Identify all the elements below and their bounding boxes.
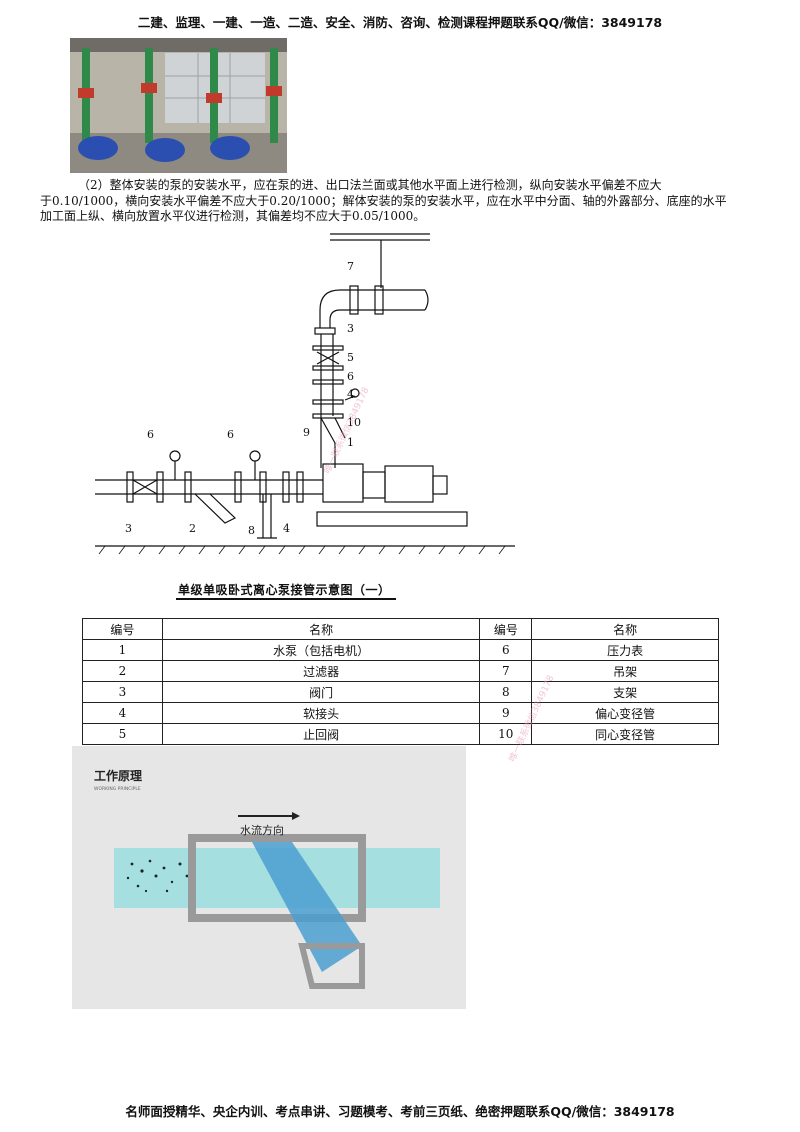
pump-piping-diagram: 7 3 5 6 4 10 1 6 6 9 3 2 8 4 (95, 233, 515, 555)
table-cell: 1 (82, 639, 163, 661)
table-cell: 同心变径管 (531, 723, 719, 745)
table-cell: 6 (479, 639, 533, 661)
table-header-cell: 编号 (82, 618, 163, 640)
diagram-label-3: 3 (125, 522, 132, 535)
table-cell: 10 (479, 723, 533, 745)
page-footer: 名师面授精华、央企内训、考点串讲、习题模考、考前三页纸、绝密押题联系QQ/微信：… (125, 1104, 675, 1119)
table-cell: 5 (82, 723, 163, 745)
table-cell: 止回阀 (161, 723, 481, 745)
diagram-label-4: 4 (283, 522, 290, 535)
caption-underline (176, 598, 396, 600)
diagram-label-1: 1 (347, 436, 354, 449)
diagram-label-6: 6 (347, 370, 354, 383)
table-cell: 8 (479, 681, 533, 703)
table-cell: 阀门 (161, 681, 481, 703)
pump-room-photo (70, 38, 287, 173)
table-cell: 支架 (531, 681, 719, 703)
table-header-cell: 编号 (479, 618, 533, 640)
diagram-label-8: 8 (248, 524, 255, 537)
table-cell: 偏心变径管 (531, 702, 719, 724)
diagram-caption: 单级单吸卧式离心泵接管示意图（一） (178, 583, 391, 597)
diagram-label-7: 7 (347, 260, 354, 273)
flow-direction-label: 水流方向 (240, 823, 284, 837)
working-principle-title: 工作原理 (94, 768, 142, 783)
diagram-label-4: 4 (347, 388, 354, 401)
diagram-label-5: 5 (347, 351, 354, 364)
table-cell: 3 (82, 681, 163, 703)
table-cell: 软接头 (161, 702, 481, 724)
table-cell: 2 (82, 660, 163, 682)
diagram-label-6: 6 (147, 428, 154, 441)
table-cell: 压力表 (531, 639, 719, 661)
working-principle-figure: 工作原理 WORKING PRINCIPLE 水流方向 (72, 746, 466, 1009)
diagram-label-9: 9 (303, 426, 310, 439)
table-header-row: 编号名称编号名称 (82, 618, 719, 640)
table-cell: 7 (479, 660, 533, 682)
table-cell: 4 (82, 702, 163, 724)
table-cell: 过滤器 (161, 660, 481, 682)
table-cell: 水泵（包括电机） (161, 639, 481, 661)
diagram-label-2: 2 (189, 522, 196, 535)
diagram-label-10: 10 (347, 416, 361, 429)
installation-paragraph: （2）整体安装的泵的安装水平，应在泵的进、出口法兰面或其他水平面上进行检测，纵向… (40, 178, 727, 223)
working-principle-subtitle: WORKING PRINCIPLE (94, 786, 141, 792)
table-header-cell: 名称 (161, 618, 481, 640)
table-cell: 吊架 (531, 660, 719, 682)
diagram-label-6: 6 (227, 428, 234, 441)
page-header: 二建、监理、一建、一造、二造、安全、消防、咨询、检测课程押题联系QQ/微信：38… (137, 15, 663, 30)
table-header-cell: 名称 (531, 618, 719, 640)
diagram-label-3: 3 (347, 322, 354, 335)
